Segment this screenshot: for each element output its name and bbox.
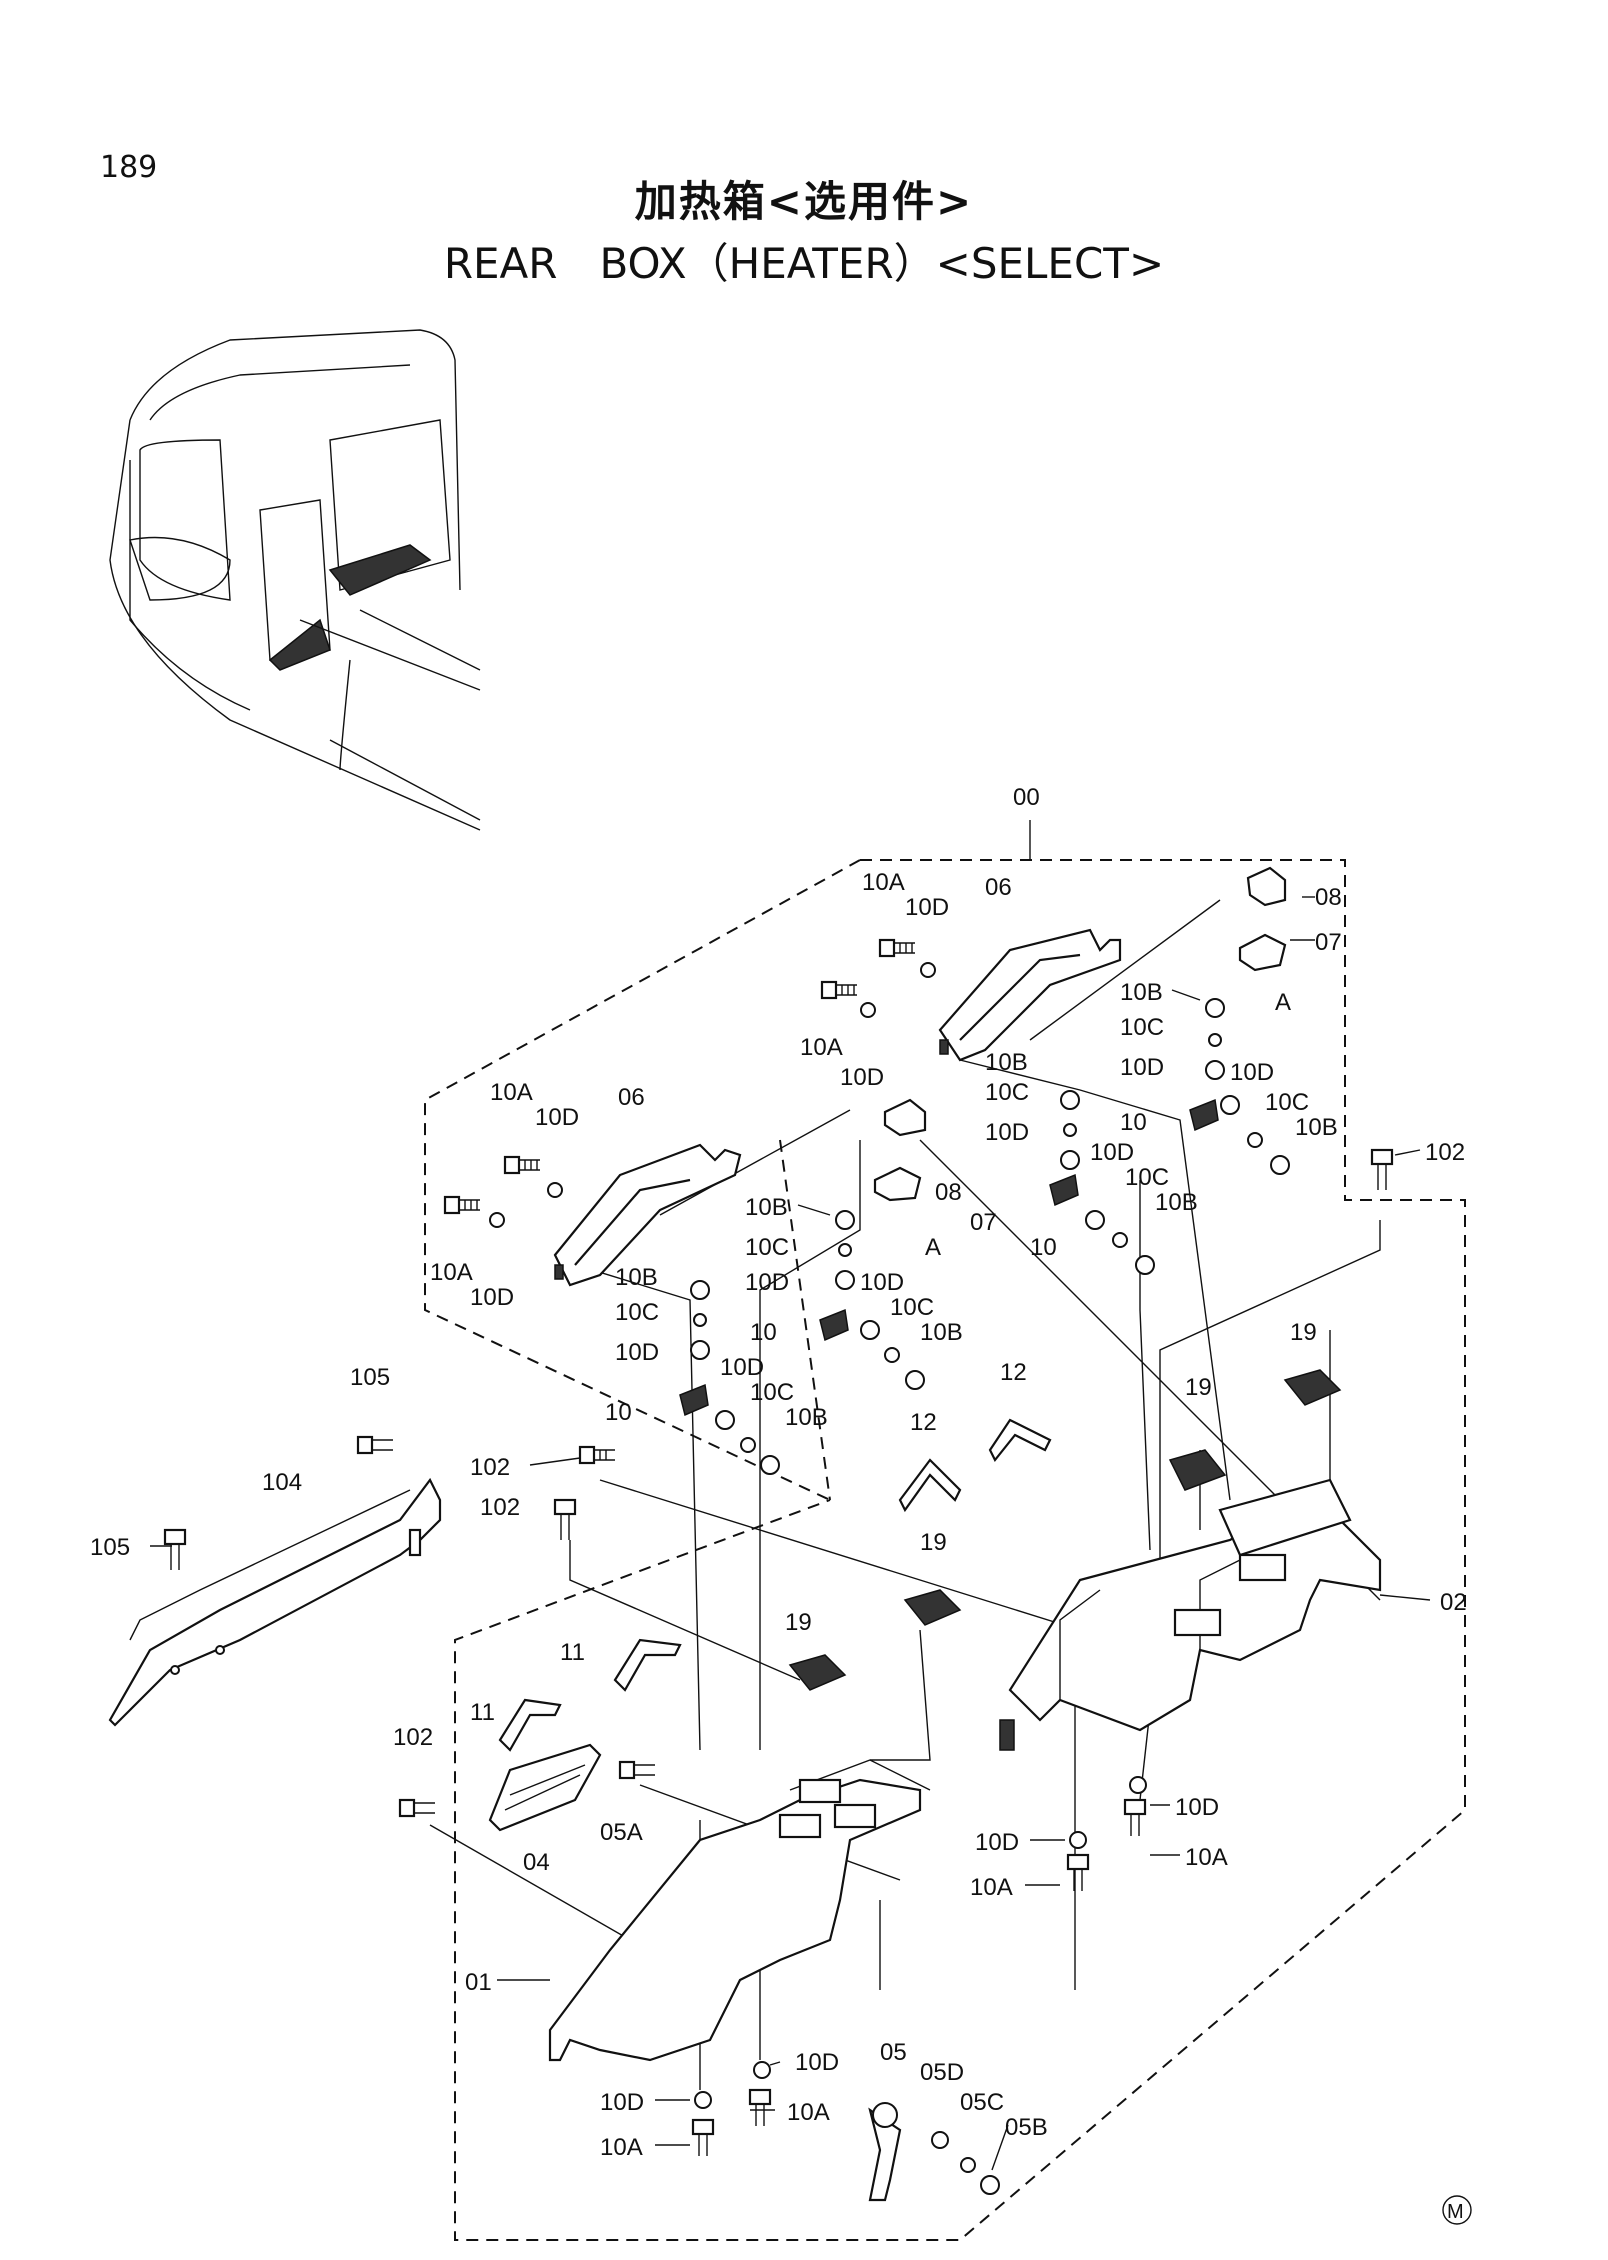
label-05A: 05A xyxy=(600,1819,643,1846)
heater-base-01 xyxy=(548,1759,931,2062)
label-102: 102 xyxy=(480,1494,520,1521)
label-00: 00 xyxy=(1013,784,1040,811)
label-10: 10 xyxy=(1120,1109,1147,1136)
label-A: A xyxy=(925,1234,941,1261)
bolts xyxy=(163,938,1394,2156)
label-12: 12 xyxy=(1000,1359,1027,1386)
label-10B: 10B xyxy=(985,1049,1028,1076)
clamp-parts xyxy=(873,866,1287,1202)
label-07: 07 xyxy=(970,1209,997,1236)
label-10D: 10D xyxy=(975,1829,1019,1856)
label-19: 19 xyxy=(785,1609,812,1636)
label-10: 10 xyxy=(1030,1234,1057,1261)
label-10B: 10B xyxy=(1295,1114,1338,1141)
label-104: 104 xyxy=(262,1469,302,1496)
label-10A: 10A xyxy=(862,869,905,896)
label-10B: 10B xyxy=(920,1319,963,1346)
label-10C: 10C xyxy=(890,1294,934,1321)
cab-inset-illustration xyxy=(109,329,481,831)
label-105: 105 xyxy=(90,1534,130,1561)
label-10D: 10D xyxy=(1230,1059,1274,1086)
bracket-06-middle xyxy=(553,1143,742,1287)
callout-labels: 00 10A 10D 06 08 07 A 10B 10C 10D 10A 10… xyxy=(90,784,1467,2161)
label-08: 08 xyxy=(1315,884,1342,911)
label-10C: 10C xyxy=(615,1299,659,1326)
label-10A: 10A xyxy=(600,2134,643,2161)
label-10D: 10D xyxy=(720,1354,764,1381)
label-05: 05 xyxy=(880,2039,907,2066)
pads-19 xyxy=(788,1369,1342,1691)
label-11: 11 xyxy=(560,1639,585,1666)
label-10A: 10A xyxy=(1185,1844,1228,1871)
label-10D: 10D xyxy=(470,1284,514,1311)
label-10D: 10D xyxy=(985,1119,1029,1146)
bracket-06-upper xyxy=(938,928,1122,1062)
label-102: 102 xyxy=(1425,1139,1465,1166)
label-10C: 10C xyxy=(1120,1014,1164,1041)
label-10D: 10D xyxy=(905,894,949,921)
label-08: 08 xyxy=(935,1179,962,1206)
angle-pieces xyxy=(498,1418,1052,1752)
label-10C: 10C xyxy=(1125,1164,1169,1191)
label-10D: 10D xyxy=(1090,1139,1134,1166)
label-04: 04 xyxy=(523,1849,550,1876)
label-leaders xyxy=(150,896,1431,2171)
heater-box-02 xyxy=(999,1478,1382,1751)
label-105: 105 xyxy=(350,1364,390,1391)
label-10: 10 xyxy=(605,1399,632,1426)
label-11: 11 xyxy=(470,1699,495,1726)
label-10B: 10B xyxy=(1155,1189,1198,1216)
label-A: A xyxy=(1275,989,1291,1016)
label-10B: 10B xyxy=(615,1264,658,1291)
label-10D: 10D xyxy=(535,1104,579,1131)
label-10A: 10A xyxy=(490,1079,533,1106)
label-01: 01 xyxy=(465,1969,492,1996)
hose-fitting-05 xyxy=(868,2102,902,2202)
label-10B: 10B xyxy=(1120,979,1163,1006)
label-05B: 05B xyxy=(1005,2114,1048,2141)
label-02: 02 xyxy=(1440,1589,1467,1616)
label-19: 19 xyxy=(1290,1319,1317,1346)
label-10: 10 xyxy=(750,1319,777,1346)
label-10D: 10D xyxy=(600,2089,644,2116)
label-10B: 10B xyxy=(745,1194,788,1221)
label-10B: 10B xyxy=(785,1404,828,1431)
label-12: 12 xyxy=(910,1409,937,1436)
title-chinese: 加热箱<选用件> xyxy=(634,177,974,226)
grille-plate-04 xyxy=(488,1743,602,1832)
label-10D: 10D xyxy=(840,1064,884,1091)
label-10C: 10C xyxy=(985,1079,1029,1106)
label-10A: 10A xyxy=(430,1259,473,1286)
label-10C: 10C xyxy=(1265,1089,1309,1116)
title-english: REAR BOX（HEATER）<SELECT> xyxy=(443,239,1165,288)
label-10D: 10D xyxy=(745,1269,789,1296)
label-19: 19 xyxy=(1185,1374,1212,1401)
circled-m-mark: M xyxy=(1442,2195,1472,2225)
label-10D: 10D xyxy=(615,1339,659,1366)
label-10A: 10A xyxy=(800,1034,843,1061)
label-19: 19 xyxy=(920,1529,947,1556)
side-plate-104 xyxy=(108,1477,442,1727)
label-10C: 10C xyxy=(745,1234,789,1261)
label-10C: 10C xyxy=(750,1379,794,1406)
washers-nuts xyxy=(489,962,1290,2195)
label-10D: 10D xyxy=(795,2049,839,2076)
label-06: 06 xyxy=(618,1084,645,1111)
label-102: 102 xyxy=(393,1724,433,1751)
label-07: 07 xyxy=(1315,929,1342,956)
mark-label: M xyxy=(1447,2201,1464,2223)
page-number: 189 xyxy=(100,150,158,185)
label-05D: 05D xyxy=(920,2059,964,2086)
label-10D: 10D xyxy=(1175,1794,1219,1821)
label-10D: 10D xyxy=(1120,1054,1164,1081)
label-06: 06 xyxy=(985,874,1012,901)
clips-10 xyxy=(679,1098,1219,1417)
label-102: 102 xyxy=(470,1454,510,1481)
label-10A: 10A xyxy=(970,1874,1013,1901)
label-10A: 10A xyxy=(787,2099,830,2126)
label-05C: 05C xyxy=(960,2089,1004,2116)
label-10D: 10D xyxy=(860,1269,904,1296)
